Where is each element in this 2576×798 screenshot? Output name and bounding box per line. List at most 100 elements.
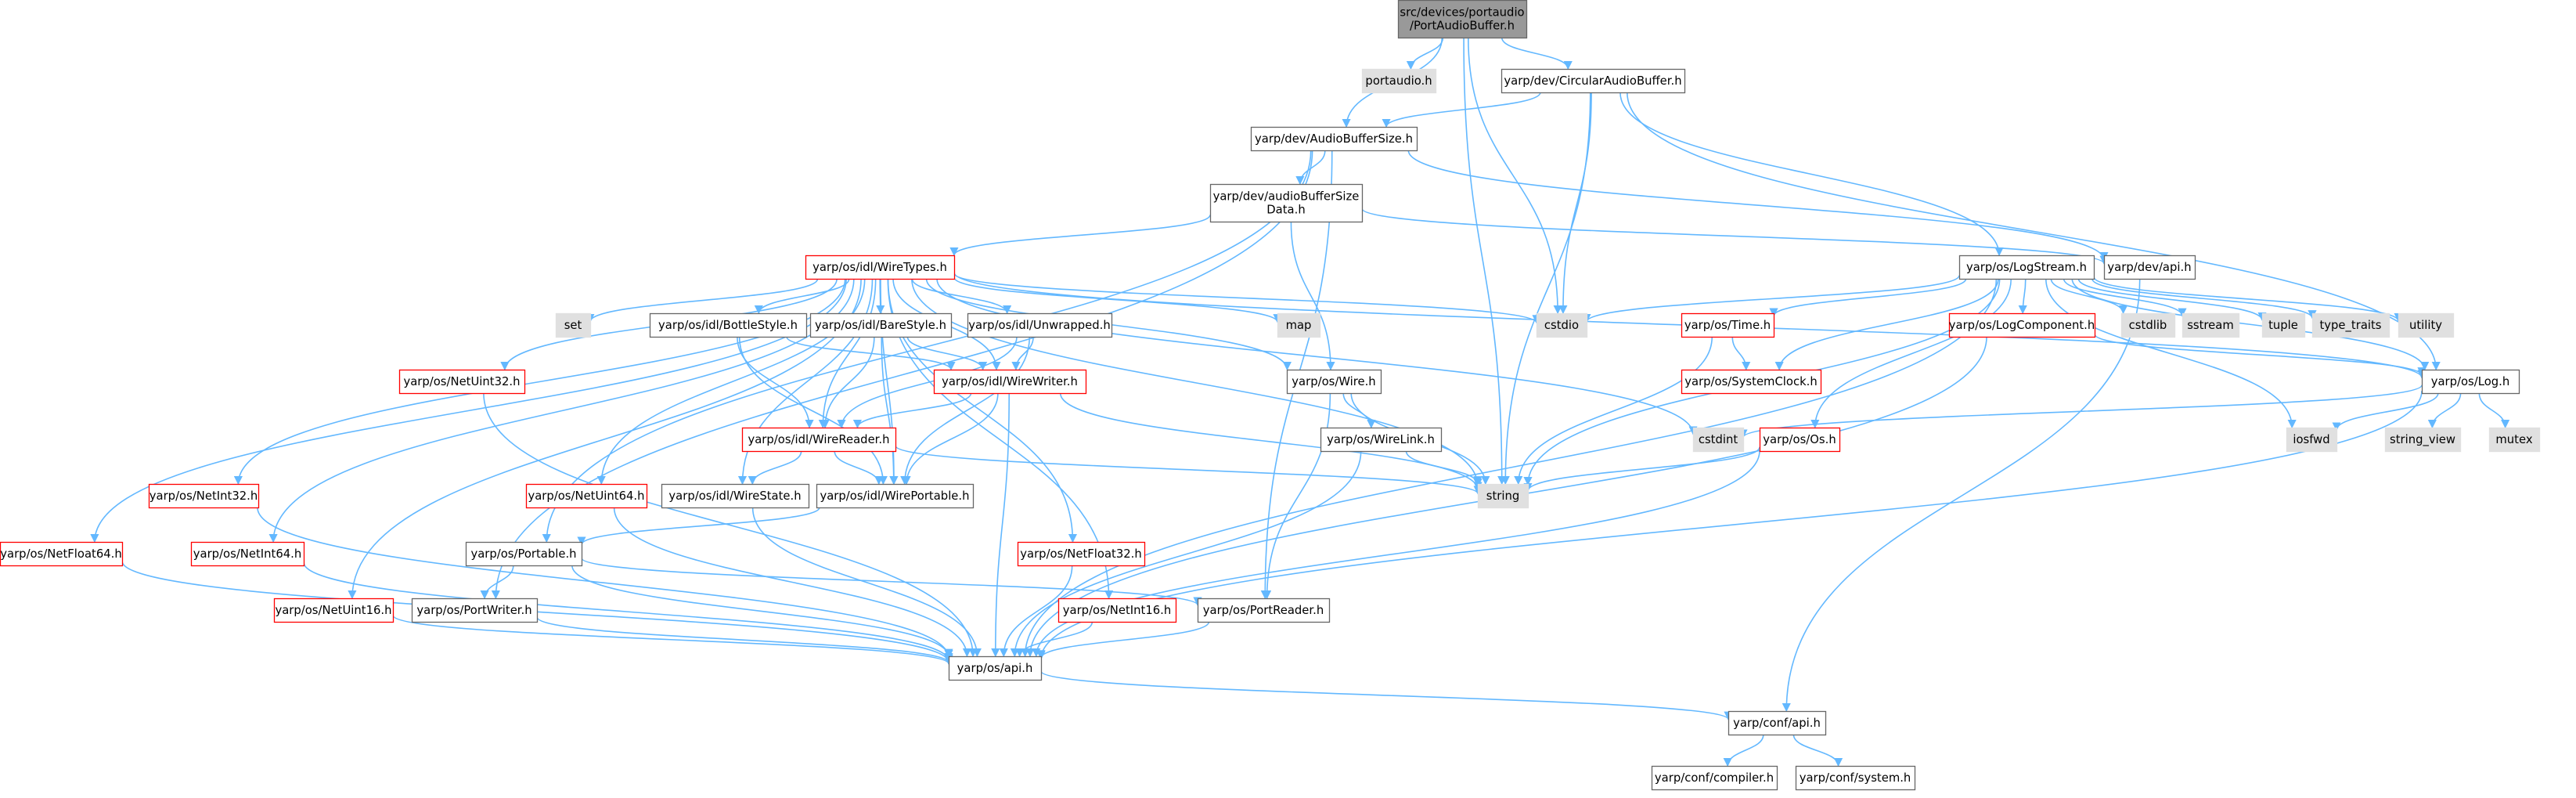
node-label: sstream	[2187, 319, 2234, 332]
node-wirestate[interactable]: yarp/os/idl/WireState.h	[661, 483, 810, 509]
node-label: yarp/os/api.h	[957, 662, 1033, 675]
node-netuint64[interactable]: yarp/os/NetUint64.h	[525, 483, 648, 509]
node-time[interactable]: yarp/os/Time.h	[1681, 312, 1775, 338]
node-label: yarp/os/LogStream.h	[1966, 261, 2087, 274]
node-wirereader[interactable]: yarp/os/idl/WireReader.h	[741, 427, 897, 453]
node-label: src/devices/portaudio	[1400, 6, 1524, 20]
node-string_view[interactable]: string_view	[2384, 427, 2462, 453]
edge-os-to-string	[1523, 446, 1760, 493]
edge-wiretypes-to-netint32	[233, 278, 846, 486]
node-box	[1209, 183, 1364, 223]
node-wireportable[interactable]: yarp/os/idl/WirePortable.h	[816, 483, 975, 509]
node-box	[411, 598, 539, 623]
node-devapi[interactable]: yarp/dev/api.h	[2103, 255, 2196, 280]
edge-barestyle-to-wirewriter	[906, 336, 988, 371]
node-box	[809, 312, 953, 338]
node-label: yarp/os/PortWriter.h	[416, 604, 531, 617]
node-logstream[interactable]: yarp/os/LogStream.h	[1958, 255, 2095, 280]
node-wirewriter[interactable]: yarp/os/idl/WireWriter.h	[933, 369, 1087, 395]
node-portwriter[interactable]: yarp/os/PortWriter.h	[411, 598, 539, 623]
node-cstdio[interactable]: cstdio	[1536, 312, 1588, 338]
node-cstdint[interactable]: cstdint	[1692, 427, 1745, 453]
edge-wirereader-to-wirestate	[748, 450, 802, 486]
node-bottlestyle[interactable]: yarp/os/idl/BottleStyle.h	[649, 312, 808, 338]
node-netint64[interactable]: yarp/os/NetInt64.h	[190, 541, 305, 567]
node-map[interactable]: map	[1277, 312, 1321, 338]
edge-logstream-to-osapi	[1021, 278, 1998, 658]
edge-circbuf-to-logstream	[1619, 92, 2004, 257]
edge-netuint16-to-osapi	[392, 614, 953, 665]
edge-circbuf-to-absize	[1382, 92, 1541, 128]
edge-log-to-iosfwd	[2332, 392, 2439, 431]
node-tuple[interactable]: tuple	[2261, 312, 2306, 338]
edge-wirereader-to-string	[895, 445, 1483, 495]
node-label: yarp/os/idl/Unwrapped.h	[968, 319, 1110, 332]
node-mutex[interactable]: mutex	[2488, 427, 2541, 453]
node-logcomp[interactable]: yarp/os/LogComponent.h	[1949, 312, 2096, 338]
node-netuint16[interactable]: yarp/os/NetUint16.h	[273, 598, 395, 623]
node-label: yarp/os/Log.h	[2431, 375, 2510, 388]
node-cstdlib[interactable]: cstdlib	[2120, 312, 2176, 338]
node-iosfwd[interactable]: iosfwd	[2286, 427, 2338, 453]
node-label: yarp/os/NetInt32.h	[150, 489, 258, 503]
node-label: yarp/os/idl/WirePortable.h	[820, 489, 969, 503]
edge-portable-to-portwriter	[480, 565, 514, 600]
node-netuint32[interactable]: yarp/os/NetUint32.h	[398, 369, 526, 395]
edge-logstream-to-time	[1769, 278, 1967, 317]
node-label: set	[564, 319, 582, 332]
node-set[interactable]: set	[555, 312, 592, 338]
edge-confapi-to-compiler	[1723, 734, 1764, 767]
node-netint16[interactable]: yarp/os/NetInt16.h	[1057, 598, 1177, 623]
node-box	[2261, 312, 2306, 338]
node-box	[0, 541, 124, 567]
node-portable[interactable]: yarp/os/Portable.h	[465, 541, 583, 567]
edge-wirewriter-to-osapi	[991, 392, 1011, 658]
edge-log-to-mutex	[2478, 392, 2510, 429]
node-confapi[interactable]: yarp/conf/api.h	[1728, 710, 1827, 736]
node-string[interactable]: string	[1477, 483, 1529, 509]
node-wire[interactable]: yarp/os/Wire.h	[1286, 369, 1382, 395]
edge-wiretypes-to-wirestate	[737, 278, 874, 486]
node-absize[interactable]: yarp/dev/AudioBufferSize.h	[1250, 126, 1418, 152]
node-root[interactable]: src/devices/portaudio/PortAudioBuffer.h	[1397, 0, 1528, 39]
node-portaudio[interactable]: portaudio.h	[1361, 68, 1437, 94]
node-label: yarp/os/Os.h	[1763, 433, 1836, 446]
node-label: yarp/conf/compiler.h	[1655, 771, 1774, 785]
node-utility[interactable]: utility	[2398, 312, 2455, 338]
node-netfloat64[interactable]: yarp/os/NetFloat64.h	[0, 541, 124, 567]
node-sysclock[interactable]: yarp/os/SystemClock.h	[1681, 369, 1822, 395]
node-netint32[interactable]: yarp/os/NetInt32.h	[148, 483, 260, 509]
edge-logstream-to-logcomp	[2018, 278, 2027, 315]
edge-unwrapped-to-wirewriter	[1011, 336, 1034, 371]
node-compiler[interactable]: yarp/conf/compiler.h	[1651, 765, 1778, 791]
node-portreader[interactable]: yarp/os/PortReader.h	[1197, 598, 1331, 623]
edge-confapi-to-system	[1792, 734, 1843, 767]
node-barestyle[interactable]: yarp/os/idl/BareStyle.h	[809, 312, 953, 338]
node-type_traits[interactable]: type_traits	[2311, 312, 2390, 338]
edge-netfloat32-to-osapi	[999, 565, 1073, 658]
edge-log-to-string_view	[2427, 392, 2462, 429]
node-box	[1795, 765, 1916, 791]
node-wirelink[interactable]: yarp/os/WireLink.h	[1320, 427, 1443, 453]
node-box	[1397, 0, 1528, 39]
node-box	[1759, 427, 1841, 453]
node-unwrapped[interactable]: yarp/os/idl/Unwrapped.h	[967, 312, 1113, 338]
node-wiretypes[interactable]: yarp/os/idl/WireTypes.h	[805, 255, 956, 280]
node-sstream[interactable]: sstream	[2181, 312, 2240, 338]
node-label: cstdio	[1544, 319, 1579, 332]
edge-time-to-sysclock	[1731, 336, 1751, 371]
node-os[interactable]: yarp/os/Os.h	[1759, 427, 1841, 453]
edge-wiretypes-to-set	[585, 278, 819, 323]
node-label: tuple	[2268, 319, 2298, 332]
node-circbuf[interactable]: yarp/dev/CircularAudioBuffer.h	[1501, 68, 1686, 94]
node-netfloat32[interactable]: yarp/os/NetFloat32.h	[1017, 541, 1146, 567]
node-osapi[interactable]: yarp/os/api.h	[948, 655, 1043, 681]
edge-netint32-to-osapi	[257, 507, 953, 659]
node-box	[2181, 312, 2240, 338]
node-box	[1501, 68, 1686, 94]
node-system[interactable]: yarp/conf/system.h	[1795, 765, 1916, 791]
node-label: yarp/os/NetUint32.h	[403, 375, 520, 388]
nodes-layer: src/devices/portaudio/PortAudioBuffer.h p…	[0, 0, 2541, 791]
node-log[interactable]: yarp/os/Log.h	[2421, 369, 2520, 395]
